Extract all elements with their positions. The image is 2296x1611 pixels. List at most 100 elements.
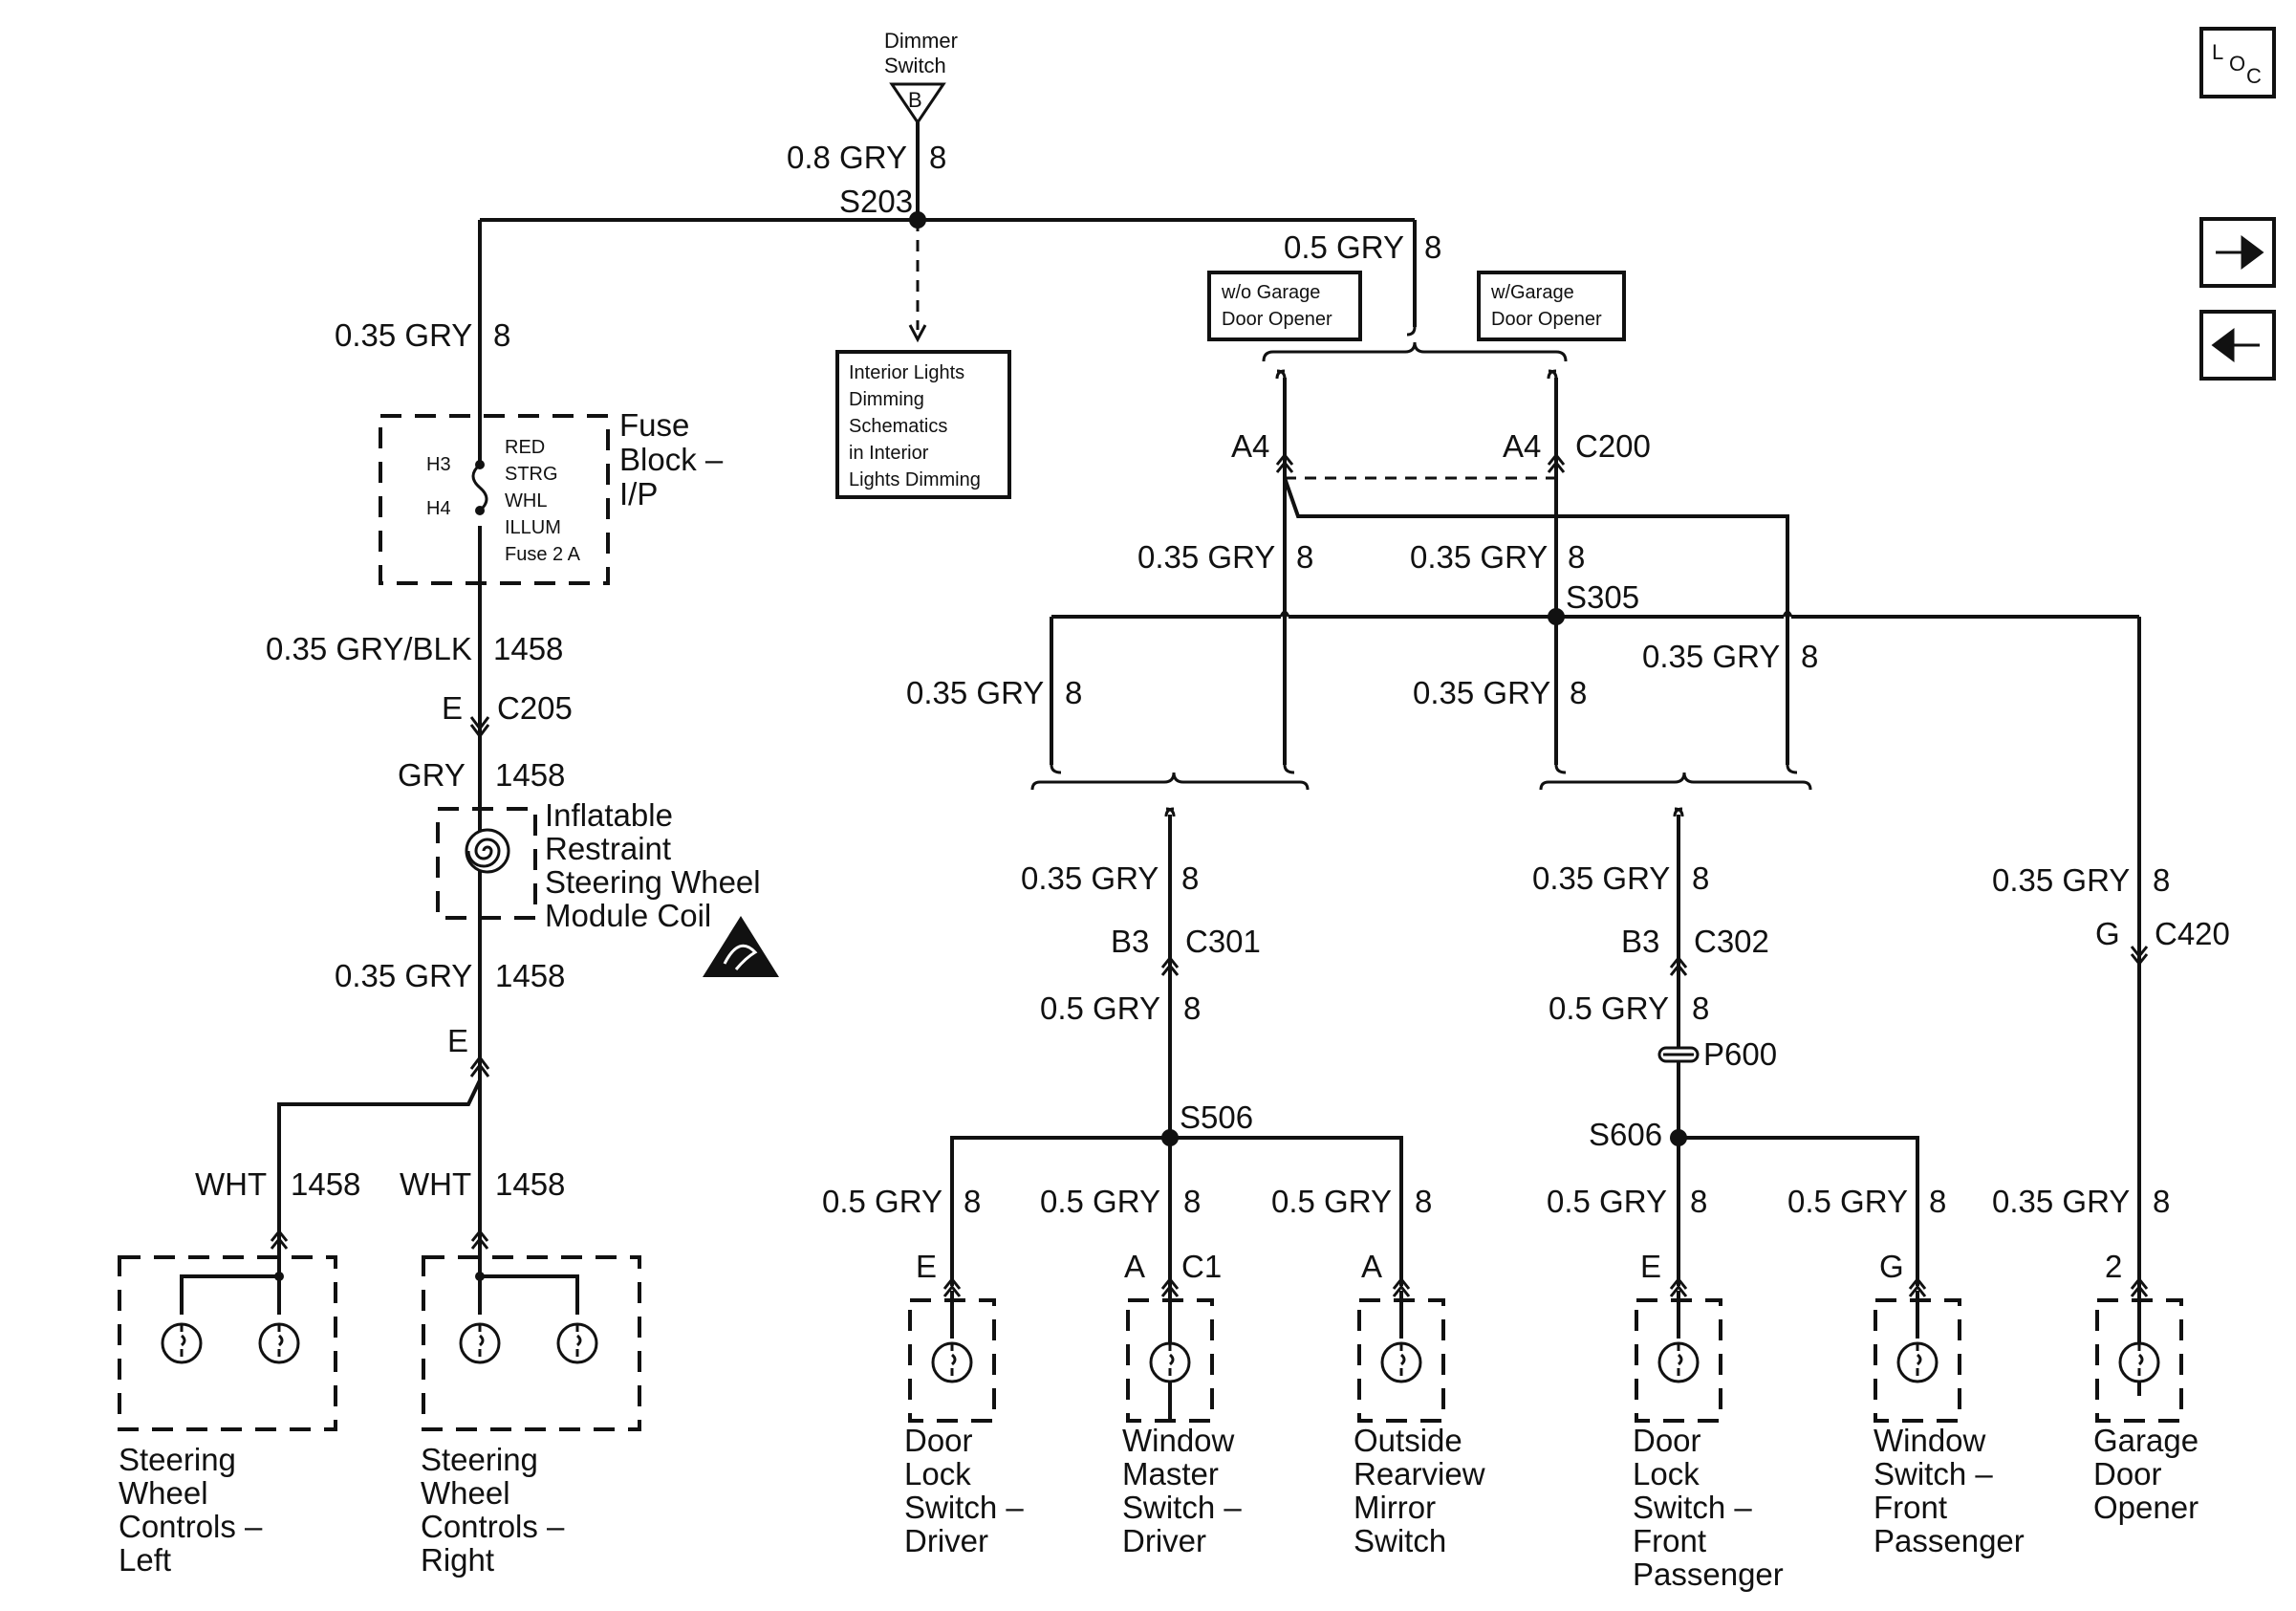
splice-s305-label: S305: [1566, 579, 1639, 615]
connector-pin: A: [1124, 1249, 1145, 1284]
door-lock-switch-driver: E: [908, 1249, 996, 1423]
fuse-pin-h4: H4: [426, 498, 451, 519]
component-label: Driver: [1122, 1523, 1206, 1558]
wire-label: 0.5 GRY: [1040, 991, 1160, 1026]
pass-through-p600-label: P600: [1703, 1036, 1777, 1072]
door-lock-switch-front-passenger: E: [1635, 1249, 1722, 1423]
component-label: Rearview: [1354, 1456, 1485, 1491]
wire-s506-bus: [950, 1136, 1403, 1286]
circuit-number: 1458: [495, 958, 565, 993]
wire-label: 0.5 GRY: [1040, 1184, 1160, 1219]
connector-pin: E: [447, 1023, 468, 1058]
component-label: Lock: [904, 1456, 971, 1491]
previous-page-button[interactable]: [2199, 310, 2276, 381]
wire-label: 0.35 GRY: [1992, 1184, 2130, 1219]
circuit-number: 8: [1570, 675, 1587, 710]
option-text: w/Garage: [1490, 282, 1574, 303]
wire-label: 0.35 GRY/BLK: [266, 631, 472, 666]
option-brace-c301: [1030, 772, 1310, 791]
connector-c205-label: C205: [497, 690, 573, 726]
wire-label: 0.35 GRY: [335, 317, 472, 353]
circuit-number: 8: [1929, 1184, 1946, 1219]
connector-pin: A4: [1231, 428, 1269, 464]
reference-text: in Interior: [849, 443, 929, 464]
connector-pin: G: [1879, 1249, 1904, 1284]
circuit-number: 8: [2153, 1184, 2170, 1219]
connector-pin: 2: [2105, 1249, 2122, 1284]
connector-pin: E: [442, 690, 463, 726]
component-label: Switch: [1354, 1523, 1446, 1558]
circuit-number: 8: [2153, 862, 2170, 898]
connector-c302-icon: [1669, 955, 1688, 976]
loc-letter-o: O: [2229, 52, 2245, 76]
option-text: Door Opener: [1222, 309, 1332, 330]
wire-label: 0.35 GRY: [1413, 675, 1550, 710]
splice-s305: [1548, 608, 1565, 625]
wire-label: 0.5 GRY: [1271, 1184, 1392, 1219]
fuse-name: WHL: [505, 490, 547, 512]
component-label: Switch –: [1122, 1490, 1242, 1525]
connector-pin: B3: [1621, 924, 1659, 959]
fuse-block-label: Block –: [619, 442, 724, 477]
connector-pin: E: [1640, 1249, 1661, 1284]
option-brace: [1262, 341, 1568, 362]
wire-label: 0.35 GRY: [1410, 539, 1548, 575]
connector-c420-icon: [2130, 946, 2149, 967]
connector-pin: A: [1361, 1249, 1382, 1284]
wire-label: 0.8 GRY: [787, 140, 907, 175]
connector-c1-label: C1: [1181, 1249, 1222, 1284]
option-with-garage-door-opener: w/Garage Door Opener: [1477, 271, 1626, 341]
reference-text: Schematics: [849, 416, 947, 437]
component-label: Steering: [421, 1442, 538, 1477]
fuse-icon: [471, 463, 488, 512]
circuit-number: 8: [1568, 539, 1585, 575]
fuse-rating: Fuse 2 A: [505, 544, 581, 565]
component-label: Wheel: [421, 1475, 510, 1511]
connector-e-icon: [469, 1055, 490, 1078]
circuit-number: 8: [493, 317, 510, 353]
coil-icon: [466, 838, 501, 868]
left-arrow-icon: [2211, 328, 2260, 362]
component-label: Switch –: [1633, 1490, 1752, 1525]
next-page-button[interactable]: [2199, 217, 2276, 288]
component-label: Wheel: [119, 1475, 208, 1511]
circuit-number: 8: [1801, 639, 1818, 674]
wire-label: WHT: [195, 1166, 267, 1202]
window-master-switch-driver: A C1: [1124, 1249, 1222, 1423]
splice-s506-label: S506: [1180, 1099, 1253, 1135]
arrow-down-icon: [908, 324, 927, 343]
component-label: Outside: [1354, 1423, 1462, 1458]
fuse-name: RED: [505, 437, 545, 458]
component-label: Switch –: [1874, 1456, 1993, 1491]
reference-text: Lights Dimming: [849, 469, 981, 490]
wire-label: 0.35 GRY: [335, 958, 472, 993]
fuse-block-label: Fuse: [619, 407, 689, 443]
wire-label: 0.5 GRY: [1284, 229, 1404, 265]
wire-label: 0.35 GRY: [1532, 860, 1670, 896]
coil-label: Steering Wheel: [545, 864, 761, 900]
splice-s606-label: S606: [1589, 1117, 1662, 1152]
component-label: Door: [904, 1423, 973, 1458]
circuit-number: 8: [1415, 1184, 1432, 1219]
splice-s203-label: S203: [839, 184, 913, 219]
connector-pin: A4: [1503, 428, 1541, 464]
component-label: Window: [1122, 1423, 1235, 1458]
fuse-name: STRG: [505, 464, 558, 485]
circuit-number: 8: [1183, 1184, 1201, 1219]
wire-end: [1406, 326, 1417, 337]
wire-label: 0.5 GRY: [1549, 991, 1669, 1026]
fuse-block-label: I/P: [619, 476, 658, 512]
wire-label: WHT: [400, 1166, 471, 1202]
circuit-number: 8: [1296, 539, 1313, 575]
coil-label: Inflatable: [545, 797, 673, 833]
loc-button[interactable]: L O C: [2199, 27, 2276, 98]
component-label: Door: [1633, 1423, 1701, 1458]
circuit-number: 1458: [495, 1166, 565, 1202]
circuit-number: 8: [1183, 991, 1201, 1026]
circuit-number: 8: [964, 1184, 981, 1219]
interior-lights-reference-box[interactable]: Interior Lights Dimming Schematics in In…: [835, 350, 1011, 499]
dimmer-switch-label-2: Switch: [884, 54, 946, 77]
connector-pin: E: [916, 1249, 937, 1284]
loc-letter-c: C: [2246, 64, 2262, 88]
connector-c200-label: C200: [1575, 428, 1651, 464]
